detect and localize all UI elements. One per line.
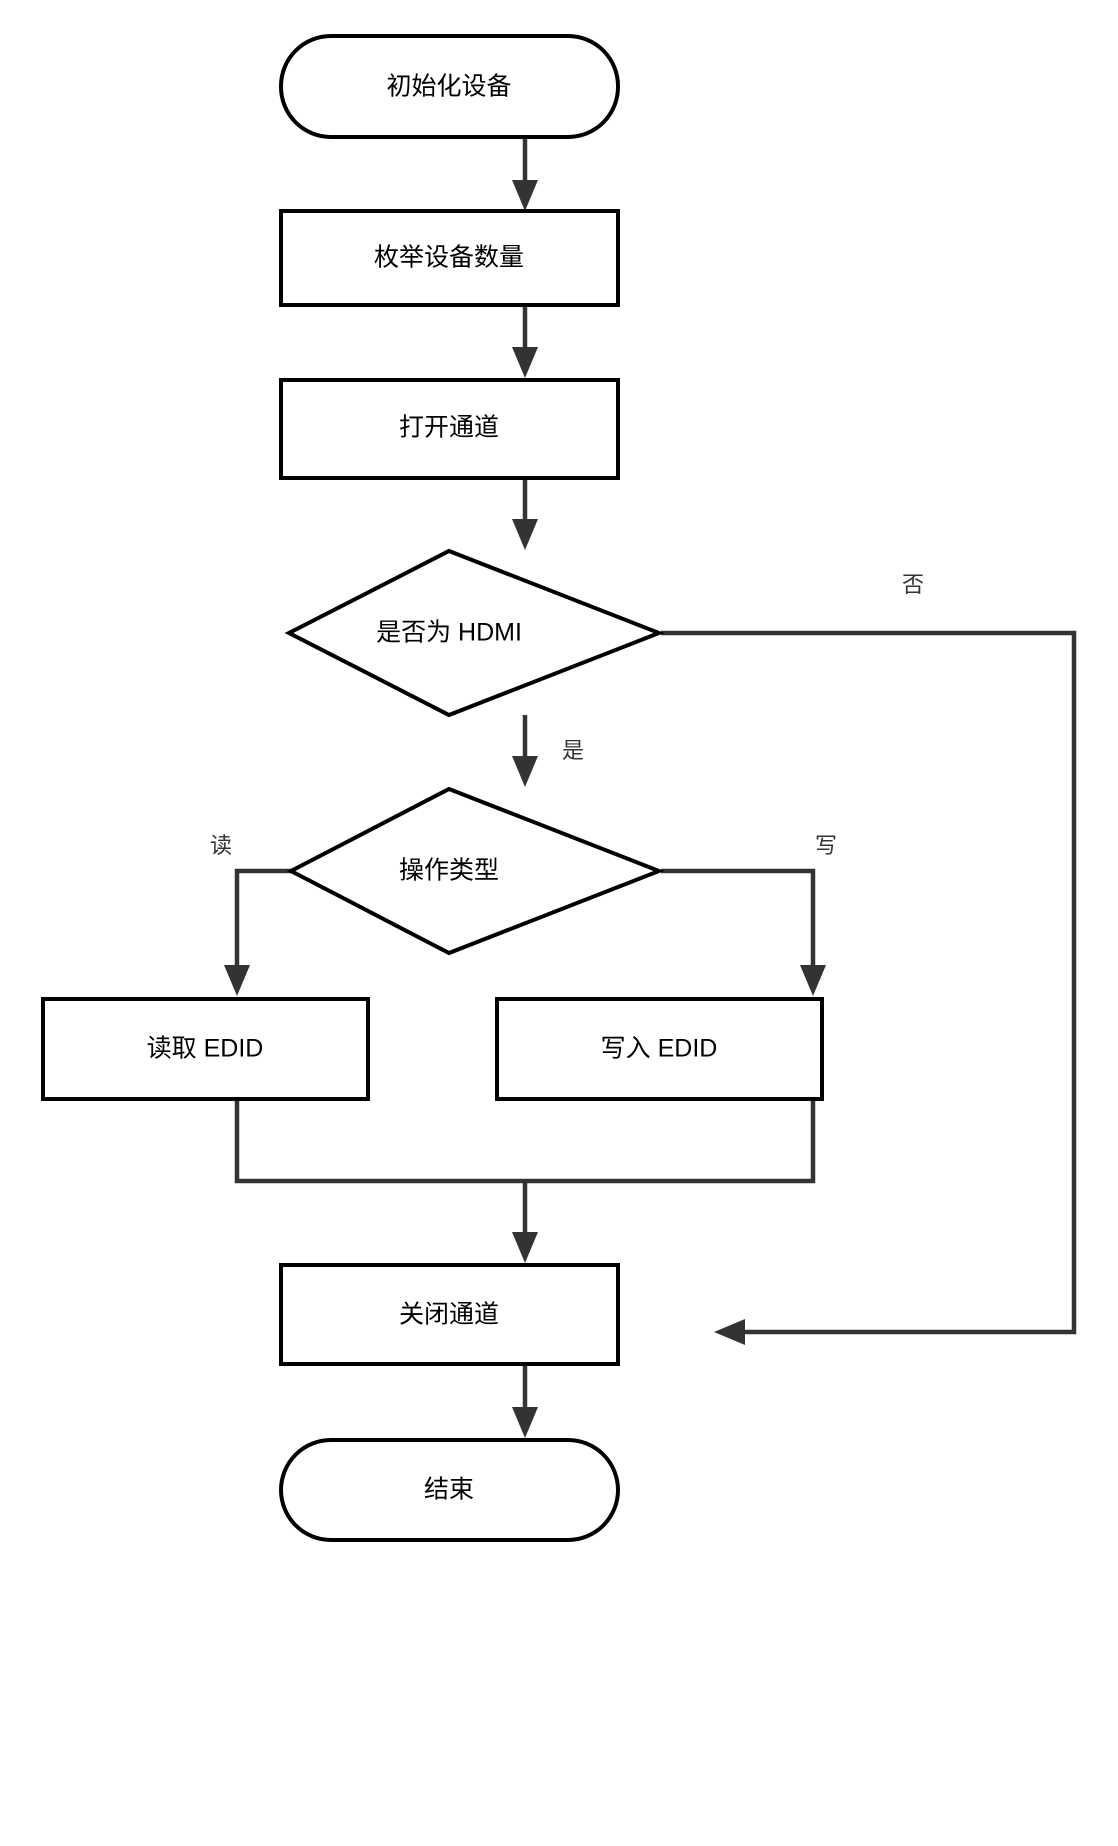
node-open-channel[interactable]: 打开通道 (279, 378, 620, 480)
edge-start-to-enumerate (512, 137, 538, 211)
edge-ishdmi-to-close-no (661, 630, 1077, 1345)
edge-open-to-ishdmi (512, 477, 538, 550)
node-is-hdmi-decision-label: 是否为 HDMI (376, 619, 522, 647)
edge-merge-to-close (512, 1181, 538, 1263)
edge-optype-to-write (661, 868, 826, 996)
node-read-edid-label: 读取 EDID (147, 1035, 264, 1063)
edge-close-to-end (512, 1364, 538, 1438)
edge-label-op-write: 写 (815, 833, 837, 858)
node-write-edid[interactable]: 写入 EDID (495, 997, 824, 1101)
node-write-edid-label: 写入 EDID (601, 1035, 718, 1063)
node-operation-type-decision[interactable]: 操作类型 (286, 786, 665, 956)
edge-label-op-read: 读 (210, 833, 232, 858)
node-start[interactable]: 初始化设备 (279, 34, 620, 139)
node-is-hdmi-decision[interactable]: 是否为 HDMI (284, 548, 665, 718)
edge-label-hdmi-yes: 是 (562, 738, 584, 763)
node-operation-type-decision-label: 操作类型 (399, 857, 499, 885)
node-close-channel[interactable]: 关闭通道 (279, 1263, 620, 1366)
edge-enumerate-to-open (512, 305, 538, 378)
node-enumerate-devices[interactable]: 枚举设备数量 (279, 209, 620, 307)
node-end[interactable]: 结束 (279, 1438, 620, 1542)
edge-write-to-close (525, 1100, 816, 1184)
node-close-channel-label: 关闭通道 (399, 1301, 499, 1329)
node-start-label: 初始化设备 (386, 73, 511, 101)
node-open-channel-label: 打开通道 (399, 414, 499, 442)
edge-ishdmi-to-optype (512, 715, 538, 787)
node-enumerate-devices-label: 枚举设备数量 (374, 244, 524, 272)
node-end-label: 结束 (424, 1476, 474, 1504)
edge-read-to-close (234, 1100, 525, 1184)
node-read-edid[interactable]: 读取 EDID (41, 997, 370, 1101)
edge-label-hdmi-no: 否 (902, 572, 924, 597)
